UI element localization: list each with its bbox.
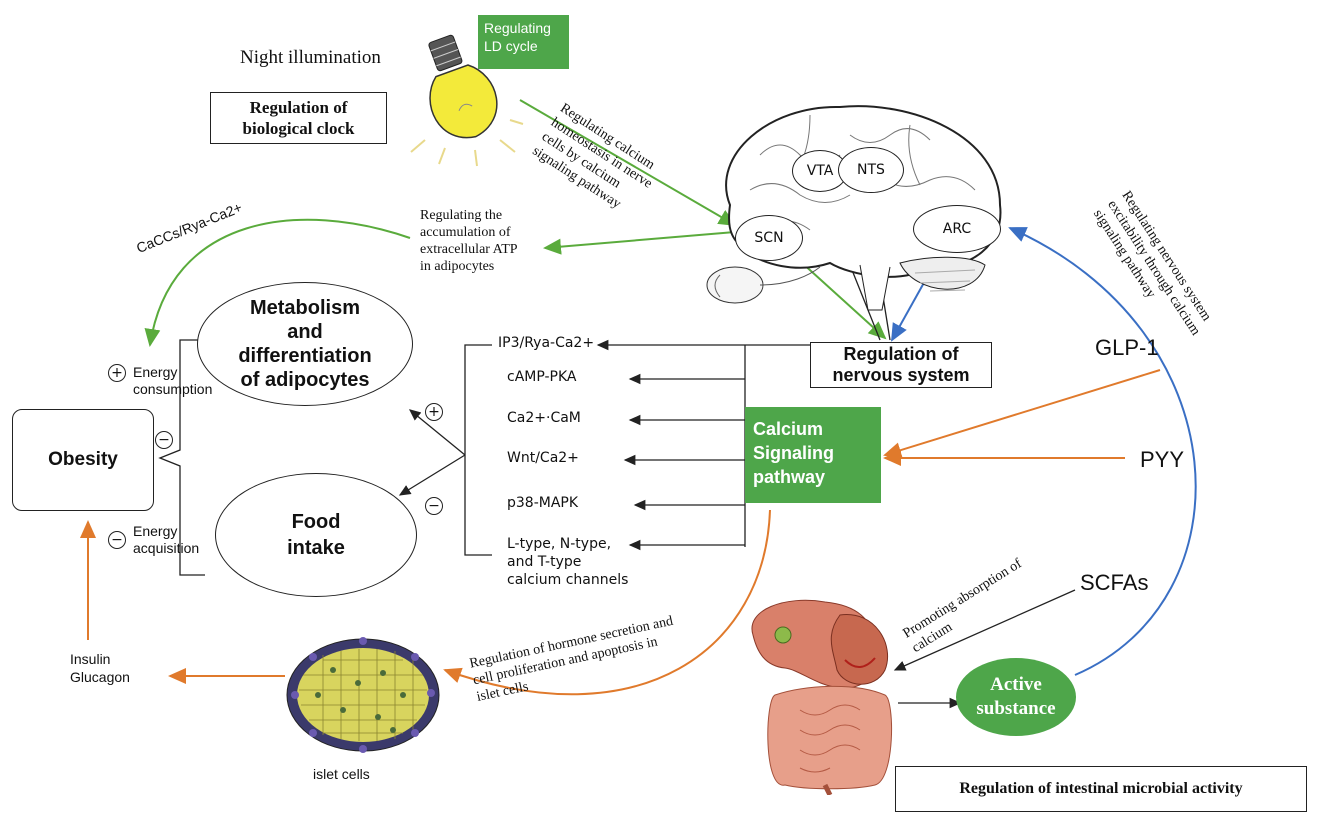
glucagon-label: Glucagon	[70, 669, 130, 685]
pathway-wnt: Wnt/Ca2+	[507, 450, 579, 466]
active-line-2: substance	[976, 698, 1056, 719]
intestinal-microbial-box: Regulation of intestinal microbial activ…	[895, 766, 1307, 812]
calcium-line-3: pathway	[753, 467, 826, 487]
active-substance-node: Active substance	[956, 658, 1076, 736]
food-intake-node: Food intake	[215, 473, 417, 597]
ld-cycle-line-1: Regulating	[484, 20, 551, 36]
metabolism-adipocytes-node: Metabolism and differentiation of adipoc…	[197, 282, 413, 406]
glp1-label: GLP-1	[1095, 335, 1159, 360]
plus-pathway-icon: +	[425, 403, 443, 421]
metabolism-line-2: and	[287, 321, 323, 343]
atp-line-4: in adipocytes	[420, 259, 495, 274]
calcium-line-2: Signaling	[753, 443, 834, 463]
atp-line-2: accumulation of	[420, 225, 511, 240]
ld-cycle-line-2: LD cycle	[484, 38, 538, 54]
acquisition-line-2: acquisition	[133, 540, 200, 556]
pathway-ip3: IP3/Rya-Ca2+	[498, 335, 595, 351]
brain-region-nts: NTS	[838, 147, 904, 193]
brain-region-scn: SCN	[735, 215, 803, 261]
minus-energy-icon: −	[108, 531, 126, 549]
arrow-cacc-to-energy	[144, 218, 411, 347]
energy-consumption-label: Energy consumption	[133, 364, 212, 398]
islet-cells-illustration	[286, 637, 440, 753]
insulin-glucagon-label: Insulin Glucagon	[70, 650, 130, 686]
lightbulb-icon	[410, 34, 524, 167]
arrow-calcium-to-islet	[443, 509, 771, 696]
pathway-p38-mapk: p38-MAPK	[507, 495, 579, 511]
pyy-label: PYY	[1140, 447, 1185, 472]
consumption-line-1: Energy	[133, 364, 178, 380]
arrow-glp1-to-calcium	[883, 369, 1161, 458]
channels-line-3: calcium channels	[507, 572, 629, 588]
channels-line-2: and T-type	[507, 554, 582, 570]
pathway-bracket	[464, 344, 492, 556]
arrow-bulb-to-scn	[519, 99, 737, 227]
digestive-system-illustration	[751, 599, 892, 795]
islet-cells-label: islet cells	[313, 766, 370, 782]
food-intake-line-1: Food	[291, 511, 341, 533]
pathway-ca-cam: Ca2+·CaM	[507, 410, 581, 426]
calcium-line-1: Calcium	[753, 419, 824, 439]
atp-line-1: Regulating the	[420, 208, 503, 223]
brain-region-arc: ARC	[913, 205, 1001, 253]
nervous-line-2: nervous system	[832, 365, 970, 385]
arrow-active-to-arc	[1008, 227, 1197, 676]
obesity-bracket	[158, 339, 205, 576]
night-illumination-label: Night illumination	[240, 47, 381, 68]
pathway-camp-pka: cAMP-PKA	[507, 369, 577, 385]
calcium-signaling-box: Calcium Signaling pathway	[745, 407, 881, 503]
biological-clock-line-1: Regulation of	[249, 98, 348, 117]
atp-text: Regulating the accumulation of extracell…	[420, 207, 518, 275]
channels-line-1: L-type, N-type,	[507, 536, 612, 552]
atp-line-3: extracellular ATP	[420, 242, 518, 257]
regulating-ld-cycle-box: Regulating LD cycle	[478, 15, 569, 69]
scfas-label: SCFAs	[1080, 570, 1149, 595]
active-line-1: Active	[990, 674, 1042, 695]
metabolism-line-1: Metabolism	[249, 297, 361, 319]
insulin-label: Insulin	[70, 651, 111, 667]
metabolism-line-3: differentiation	[238, 345, 372, 367]
energy-acquisition-label: Energy acquisition	[133, 523, 199, 557]
minus-obesity-icon: −	[155, 431, 173, 449]
arrow-scfas-to-gut	[893, 589, 1076, 671]
nervous-line-1: Regulation of	[843, 344, 959, 364]
acquisition-line-1: Energy	[133, 523, 178, 539]
obesity-node: Obesity	[12, 409, 154, 511]
arrow-scn-to-atp	[543, 231, 736, 255]
food-intake-line-2: intake	[287, 537, 345, 559]
consumption-line-2: consumption	[133, 381, 213, 397]
regulation-nervous-system-box: Regulation of nervous system	[810, 342, 992, 388]
regulation-biological-clock-box: Regulation of biological clock	[210, 92, 387, 144]
plus-energy-icon: +	[108, 364, 126, 382]
pathway-calcium-channels: L-type, N-type, and T-type calcium chann…	[507, 535, 628, 589]
brain-illustration	[706, 105, 1002, 311]
biological-clock-line-2: biological clock	[242, 119, 355, 138]
metabolism-line-4: of adipocytes	[240, 369, 370, 391]
minus-food-icon: −	[425, 497, 443, 515]
